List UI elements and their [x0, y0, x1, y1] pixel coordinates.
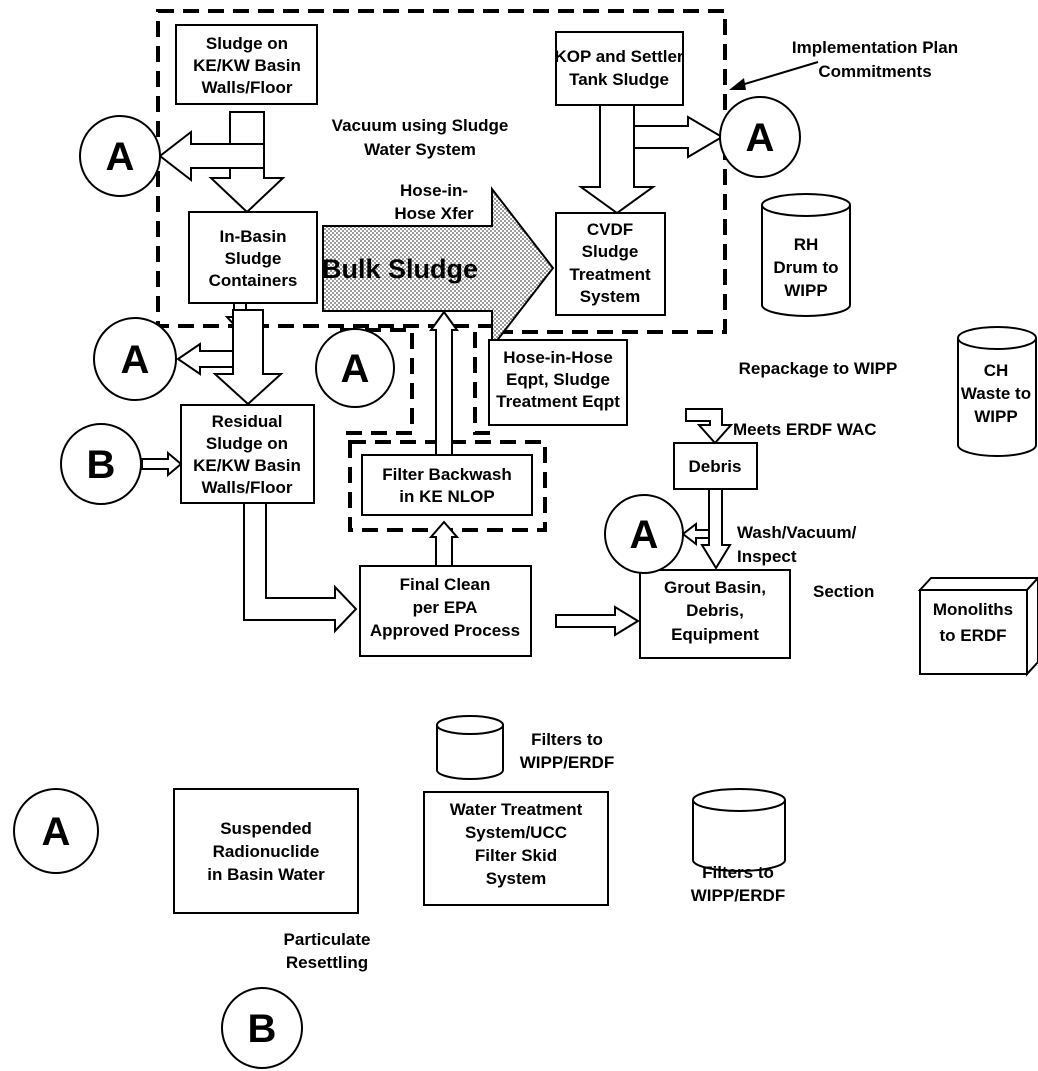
debris-to-grout-arrow — [700, 488, 732, 570]
circle-a-debris: A — [604, 494, 684, 574]
drum-filters-top — [436, 715, 504, 780]
drum-filters-right — [692, 788, 786, 872]
circle-a-kop: A — [719, 96, 801, 178]
svg-text:A: A — [106, 135, 135, 179]
section-label: Section — [813, 582, 874, 601]
kop-to-a-arrow — [633, 115, 724, 159]
kop-to-cvdf-arrow — [577, 104, 657, 215]
repackage-label: Repackage to WIPP — [739, 359, 898, 378]
final-clean-to-backwash-arrow — [428, 520, 460, 567]
residual-to-final-clean-arrow — [243, 502, 358, 634]
svg-text:Grout Basin,Debris,Equipment: Grout Basin,Debris,Equipment — [664, 578, 766, 644]
svg-text:A: A — [341, 347, 370, 391]
svg-text:Debris: Debris — [689, 457, 742, 476]
svg-text:B: B — [248, 1007, 277, 1051]
bulk-sludge-arrow — [322, 186, 555, 350]
b-to-residual-arrow — [141, 450, 183, 478]
circle-a-left-row2: A — [93, 317, 177, 401]
vacuum-to-a-arrow — [158, 129, 265, 183]
bulk-sludge-label: Bulk Sludge — [322, 254, 478, 284]
svg-text:A: A — [746, 116, 775, 160]
svg-text:A: A — [630, 513, 659, 557]
svg-text:A: A — [42, 810, 71, 854]
lower-left-boundary — [340, 328, 414, 435]
backwash-to-bulk-arrow — [429, 310, 459, 460]
final-clean-to-grout-arrow — [555, 605, 640, 637]
lower-right-boundary — [473, 332, 492, 435]
to-a-left-arrow — [176, 342, 234, 376]
wash-vacuum-label: Wash/Vacuum/Inspect — [737, 523, 857, 566]
circle-b-residual: B — [60, 423, 142, 505]
hose-eqpt-to-debris-arrow — [685, 408, 734, 445]
circle-a-suspended: A — [13, 788, 99, 874]
box-debris: Debris — [673, 442, 758, 490]
circle-a-containers: A — [315, 328, 395, 408]
meets-erdf-label: Meets ERDF WAC — [733, 420, 877, 439]
svg-text:A: A — [121, 338, 150, 382]
hose-xfer-label: Hose-in-Hose Xfer — [394, 181, 474, 223]
box-grout-basin: Grout Basin,Debris,Equipment — [639, 569, 791, 659]
circle-b-resettling: B — [221, 987, 303, 1069]
svg-text:B: B — [87, 443, 116, 487]
circle-a-vacuum: A — [79, 115, 161, 197]
containers-to-residual-arrow — [212, 309, 284, 406]
debris-to-a-arrow — [681, 521, 710, 547]
